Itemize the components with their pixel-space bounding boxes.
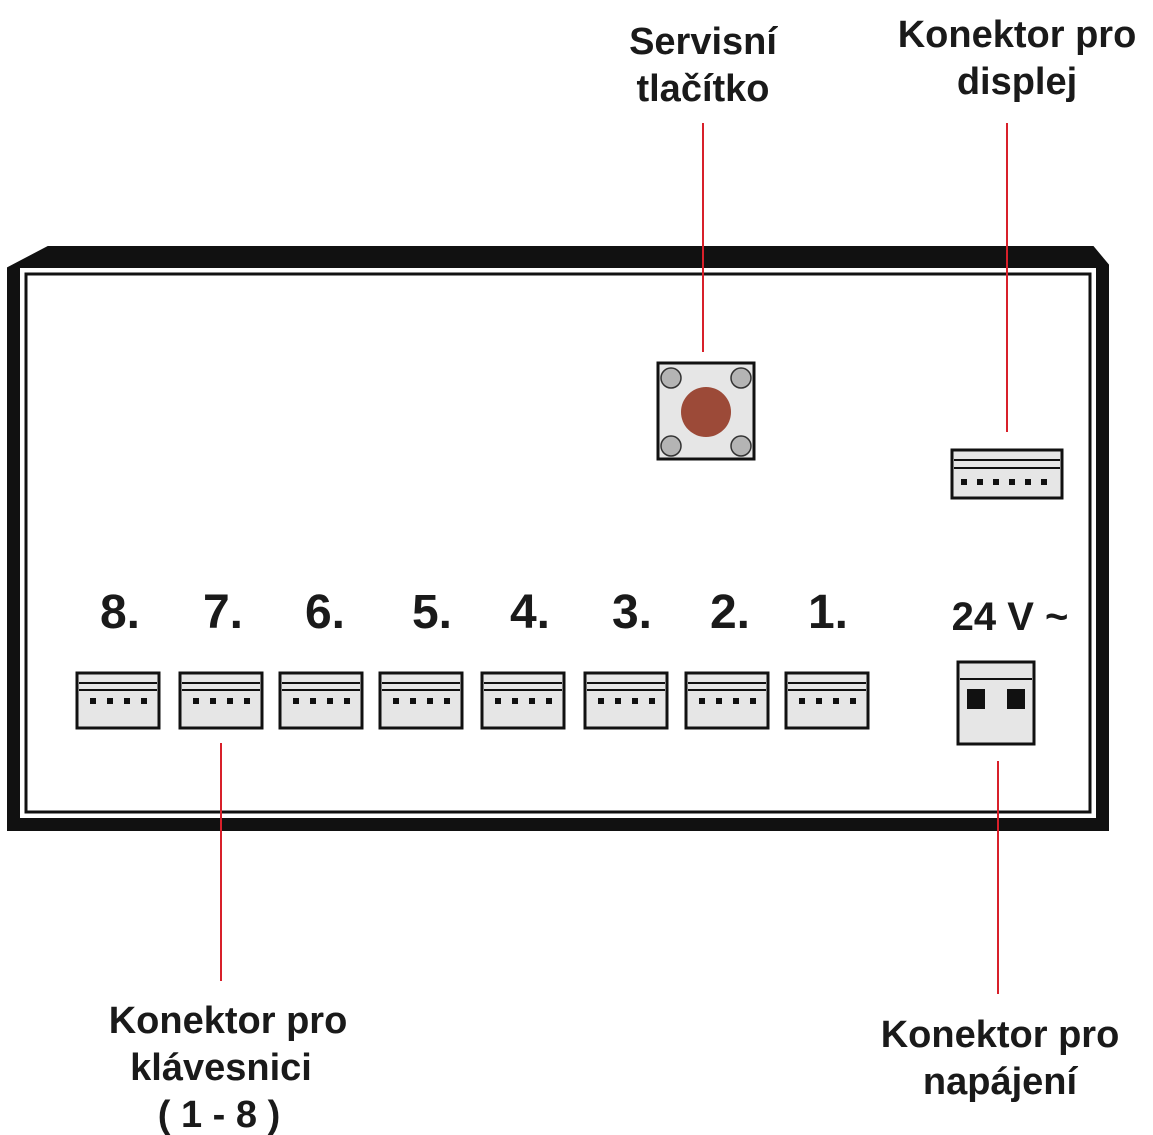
service-button	[656, 361, 756, 461]
port-number-5: 5.	[412, 586, 452, 639]
power-connector	[956, 660, 1036, 746]
service-button-cap	[681, 387, 731, 437]
display-connector-label-line-2: displej	[957, 61, 1077, 103]
keyboard-connector-5	[378, 671, 464, 730]
display-connector	[950, 448, 1064, 500]
keyboard-connector-4	[480, 671, 566, 730]
port-number-7: 7.	[203, 586, 243, 639]
port-number-8: 8.	[100, 586, 140, 639]
service-button-label: Servisní tlačítko	[629, 21, 778, 110]
keyboard-connector-7	[178, 671, 264, 730]
port-number-2: 2.	[710, 586, 750, 639]
keyboard-connector-label: Konektor pro klávesnici ( 1 - 8 )	[109, 1000, 348, 1135]
power-connector-label-line-1: Konektor pro	[881, 1014, 1120, 1056]
keyboard-connector-label-line-2: klávesnici	[130, 1047, 312, 1089]
port-number-4: 4.	[510, 586, 550, 639]
service-button-label-line-2: tlačítko	[636, 68, 769, 110]
display-connector-label-line-1: Konektor pro	[898, 14, 1137, 56]
port-number-labels: 8. 7. 6. 5. 4. 3. 2. 1.	[100, 586, 848, 639]
service-button-label-line-1: Servisní	[629, 21, 778, 63]
device-housing	[7, 246, 1109, 831]
port-number-6: 6.	[305, 586, 345, 639]
leader-lines	[220, 123, 1008, 994]
power-connector-label-line-2: napájení	[923, 1061, 1079, 1103]
display-connector-label: Konektor pro displej	[898, 14, 1137, 103]
keyboard-connectors	[75, 671, 870, 730]
keyboard-connector-6	[278, 671, 364, 730]
keyboard-connector-2	[684, 671, 770, 730]
power-connector-label: Konektor pro napájení	[881, 1014, 1120, 1103]
port-number-3: 3.	[612, 586, 652, 639]
keyboard-connector-label-line-1: Konektor pro	[109, 1000, 348, 1042]
port-number-1: 1.	[808, 586, 848, 639]
keyboard-connector-8	[75, 671, 161, 730]
keyboard-connector-1	[784, 671, 870, 730]
keyboard-connector-3	[583, 671, 669, 730]
voltage-label: 24 V ~	[952, 595, 1069, 639]
keyboard-connector-label-line-3: ( 1 - 8 )	[158, 1094, 280, 1135]
